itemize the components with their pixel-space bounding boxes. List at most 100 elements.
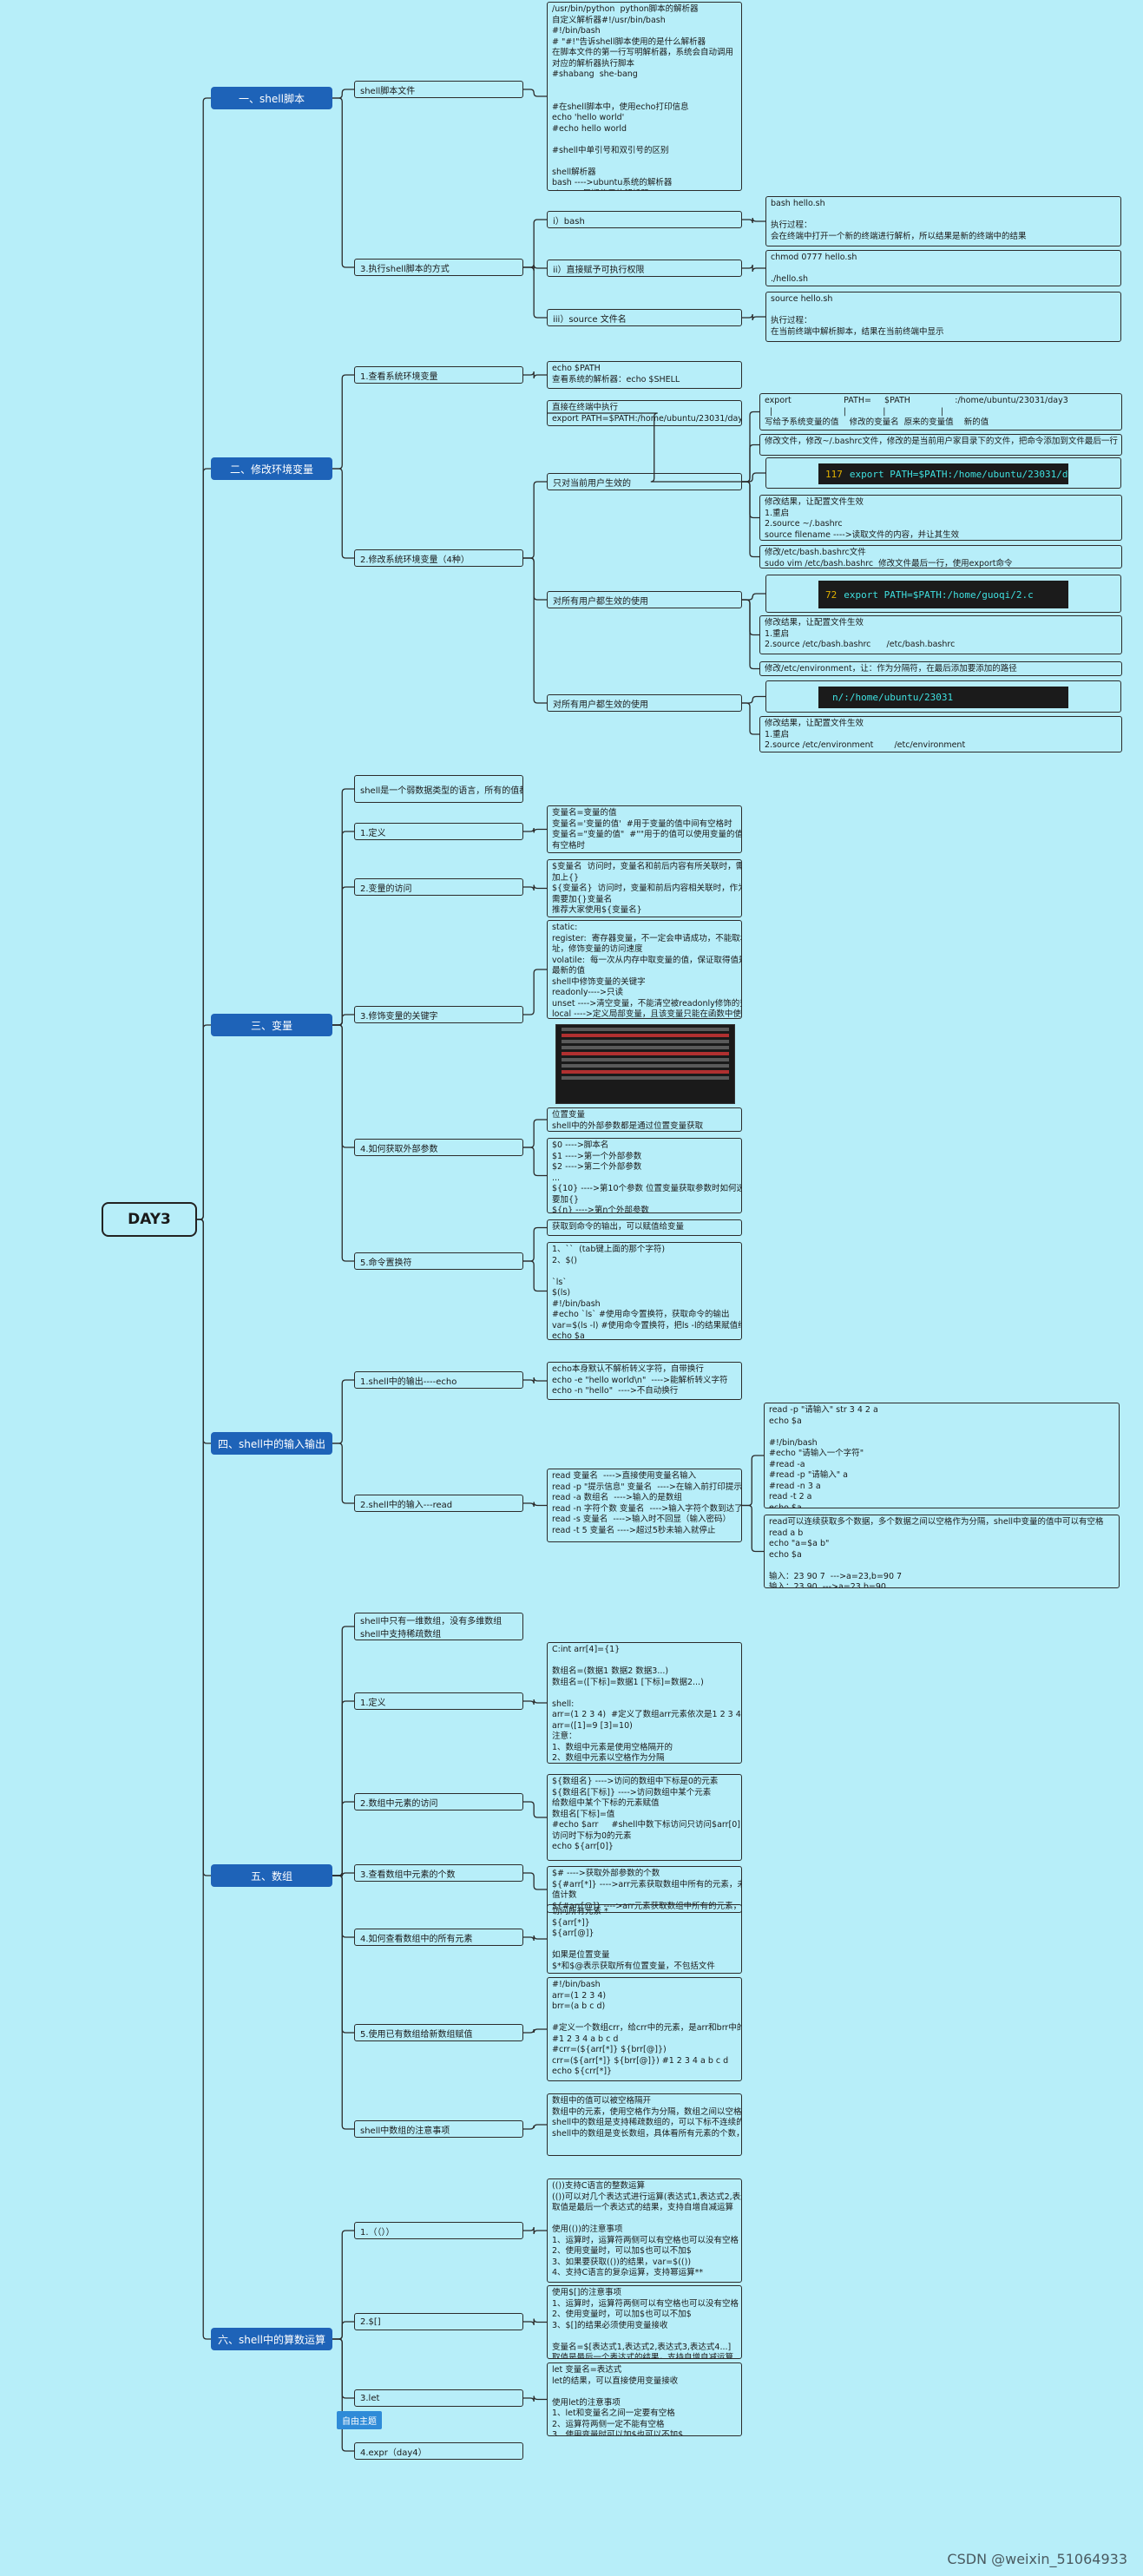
note-node[interactable]: 数组中的值可以被空格隔开 数组中的元素，使用空格作为分隔，数组之间以空格隔开 s…	[547, 2093, 742, 2156]
note-node[interactable]: source hello.sh 执行过程： 在当前终端中解析脚本，结果在当前终端…	[765, 292, 1121, 342]
note-node[interactable]: #!/bin/bash arr=(1 2 3 4) brr=(a b c d) …	[547, 1977, 742, 2081]
note-node-text: read -p "请输入" str 3 4 2 a echo $a #!/bin…	[769, 1405, 878, 1508]
note-node[interactable]: 获取到命令的输出，可以赋值给变量	[547, 1219, 742, 1236]
topic-node[interactable]: 3.执行shell脚本的方式	[354, 259, 523, 276]
note-node[interactable]: 修改/etc/bash.bashrc文件 sudo vim /etc/bash.…	[759, 545, 1122, 568]
note-node[interactable]: export PATH= $PATH :/home/ubuntu/23031/d…	[759, 393, 1122, 430]
topic-node[interactable]: 3.查看数组中元素的个数	[354, 1864, 523, 1882]
note-node-text: 修改/etc/environment，让：作为分隔符，在最后添加要添加的路径	[765, 664, 1017, 674]
section-node-2[interactable]: 二、修改环境变量	[211, 457, 332, 480]
topic-node[interactable]: 3.修饰变量的关键字	[354, 1006, 523, 1023]
topic-node[interactable]: 5.使用已有数组给新数组赋值	[354, 2024, 523, 2041]
topic-node[interactable]: shell脚本文件	[354, 81, 523, 98]
topic-node[interactable]: 2.$[]	[354, 2313, 523, 2330]
connector	[742, 264, 765, 273]
topic-node-text: 3.修饰变量的关键字	[360, 1011, 438, 1022]
topic-node-text: 1.shell中的输出----echo	[360, 1377, 457, 1387]
note-node[interactable]: echo $PATH 查看系统的解析器：echo $SHELL	[547, 361, 742, 389]
connector	[197, 97, 211, 1220]
note-node-text: bash hello.sh 执行过程： 会在终端中打开一个新的终端进行解析，所以…	[771, 199, 1027, 241]
note-node[interactable]: 变量名=变量的值 变量名='变量的值' #用于变量的值中间有空格时 变量名="变…	[547, 805, 742, 853]
topic-node[interactable]: 2.shell中的输入---read	[354, 1495, 523, 1512]
note-node-text: 获取到命令的输出，可以赋值给变量	[552, 1222, 685, 1232]
subtopic-node[interactable]: 只对当前用户生效的	[547, 473, 742, 490]
section-node-2-text: 二、修改环境变量	[229, 463, 313, 476]
note-node[interactable]: $变量名 访问时，变量名和前后内容有所关联时，需要 加上{} ${变量名} 访问…	[547, 859, 742, 917]
note-node[interactable]: 修改结果，让配置文件生效 1.重启 2.source /etc/bash.bas…	[759, 615, 1122, 654]
note-node[interactable]: 使用$[]的注意事项 1、运算时，运算符两侧可以有空格也可以没有空格 2、使用变…	[547, 2285, 742, 2359]
topic-node[interactable]: 1.shell中的输出----echo	[354, 1371, 523, 1389]
subtopic-node[interactable]: ii）直接赋予可执行权限	[547, 260, 742, 277]
section-node-1[interactable]: 一、shell脚本	[211, 87, 332, 109]
topic-node-text: 5.使用已有数组给新数组赋值	[360, 2029, 473, 2040]
topic-node[interactable]: 4.如何获取外部参数	[354, 1139, 523, 1156]
topic-node[interactable]: 1.（（））	[354, 2222, 523, 2239]
topic-node[interactable]: 4.如何查看数组中的所有元素	[354, 1929, 523, 1946]
topic-node[interactable]: 4.expr（day4）	[354, 2442, 523, 2460]
connector	[547, 412, 742, 483]
topic-node[interactable]: 1.定义	[354, 1692, 523, 1710]
note-node[interactable]: read 变量名 ---->直接使用变量名输入 read -p "提示信息" 变…	[547, 1469, 742, 1542]
topic-node[interactable]: 1.定义	[354, 823, 523, 840]
note-node[interactable]: $0 ---->脚本名 $1 ---->第一个外部参数 $2 ---->第二个外…	[547, 1138, 742, 1213]
note-node[interactable]: C:int arr[4]={1} 数组名=(数据1 数据2 数据3...) 数组…	[547, 1642, 742, 1764]
note-node[interactable]: let 变量名=表达式 let的结果，可以直接使用变量接收 使用let的注意事项…	[547, 2362, 742, 2436]
note-node[interactable]: static: register: 寄存器变量，不一定会申请成功，不能取地 址，…	[547, 920, 742, 1019]
section-node-3[interactable]: 三、变量	[211, 1014, 332, 1036]
note-node[interactable]: 修改/etc/environment，让：作为分隔符，在最后添加要添加的路径	[759, 661, 1122, 676]
topic-node[interactable]: 3.let	[354, 2389, 523, 2407]
section-node-4[interactable]: 四、shell中的输入输出	[211, 1432, 332, 1455]
note-node[interactable]: 修改结果，让配置文件生效 1.重启 2.source /etc/environm…	[759, 716, 1122, 752]
note-node[interactable]: 修改结果，让配置文件生效 1.重启 2.source ~/.bashrc sou…	[759, 495, 1122, 541]
note-node[interactable]: 1、`` (tab键上面的那个字符) 2、$() `ls` $(ls) #!/b…	[547, 1242, 742, 1340]
topic-node[interactable]: shell中只有一维数组，没有多维数组 shell中支持稀疏数组	[354, 1613, 523, 1640]
note-node[interactable]: ${数组名} ---->访问的数组中下标是0的元素 ${数组名[下标]} ---…	[547, 1774, 742, 1861]
section-node-3-text: 三、变量	[250, 1019, 292, 1032]
terminal-node[interactable]: n/:/home/ubuntu/23031	[765, 680, 1121, 713]
connector	[332, 89, 354, 99]
note-node[interactable]: 直接在终端中执行 export PATH=$PATH:/home/ubuntu/…	[547, 400, 742, 426]
connector	[523, 89, 547, 97]
topic-node[interactable]: 2.数组中元素的访问	[354, 1793, 523, 1810]
topic-node[interactable]: 2.修改系统环境变量（4种）	[354, 549, 523, 567]
note-node[interactable]: echo本身默认不解析转义字符，自带换行 echo -e "hello worl…	[547, 1362, 742, 1400]
subtopic-node[interactable]: 对所有用户都生效的使用	[547, 591, 742, 608]
note-node[interactable]: /usr/bin/python python脚本的解析器 自定义解析器#!/us…	[547, 2, 742, 191]
connector	[332, 1014, 354, 1026]
subtopic-node[interactable]: i）bash	[547, 211, 742, 228]
free-topic-tag[interactable]: 自由主题	[337, 2411, 382, 2429]
topic-node[interactable]: shell是一个弱数据类型的语言，所有的值都被看做字符串，没有类型的数据说法	[354, 775, 523, 803]
subtopic-node[interactable]: iii）source 文件名	[547, 309, 742, 326]
connector	[332, 1875, 354, 2130]
topic-node-text: 1.定义	[360, 1698, 386, 1708]
connector	[742, 695, 765, 704]
topic-node[interactable]: 2.变量的访问	[354, 878, 523, 896]
topic-node[interactable]: 5.命令置换符	[354, 1252, 523, 1270]
connector	[523, 557, 547, 704]
note-node[interactable]: 修改文件，修改~/.bashrc文件，修改的是当前用户家目录下的文件，把命令添加…	[759, 434, 1122, 456]
root-node[interactable]: DAY3	[102, 1202, 197, 1237]
connector	[742, 217, 765, 224]
connector	[742, 444, 759, 483]
note-node[interactable]: 访问所有元素 * ${arr[*]} ${arr[@]} 如果是位置变量 $*和…	[547, 1904, 742, 1974]
topic-node[interactable]: 1.查看系统环境变量	[354, 366, 523, 384]
section-node-6[interactable]: 六、shell中的算数运算	[211, 2328, 332, 2350]
topic-node-text: 2.数组中元素的访问	[360, 1798, 438, 1809]
note-node[interactable]: 位置变量 shell中的外部参数都是通过位置变量获取	[547, 1107, 742, 1132]
note-node[interactable]: $# ---->获取外部参数的个数 ${#arr[*]} ---->arr元素获…	[547, 1866, 742, 1913]
note-node[interactable]: (())支持C语言的整数运算 (())可以对几个表达式进行运算(表达式1,表达式…	[547, 2178, 742, 2283]
connector	[523, 1260, 547, 1292]
connector	[523, 1872, 547, 1890]
section-node-5[interactable]: 五、数组	[211, 1864, 332, 1887]
topic-node[interactable]: shell中数组的注意事项	[354, 2120, 523, 2138]
connector	[332, 468, 354, 559]
note-node[interactable]: read -p "请输入" str 3 4 2 a echo $a #!/bin…	[764, 1403, 1120, 1508]
note-node[interactable]: bash hello.sh 执行过程： 会在终端中打开一个新的终端进行解析，所以…	[765, 196, 1121, 246]
note-node[interactable]: chmod 0777 hello.sh ./hello.sh	[765, 250, 1121, 286]
note-node[interactable]: read可以连续获取多个数据，多个数据之间以空格作为分隔，shell中变量的值中…	[764, 1515, 1120, 1588]
subtopic-node[interactable]: 对所有用户都生效的使用	[547, 694, 742, 712]
connector	[523, 2226, 547, 2235]
note-node-text: let 变量名=表达式 let的结果，可以直接使用变量接收 使用let的注意事项…	[552, 2365, 684, 2436]
